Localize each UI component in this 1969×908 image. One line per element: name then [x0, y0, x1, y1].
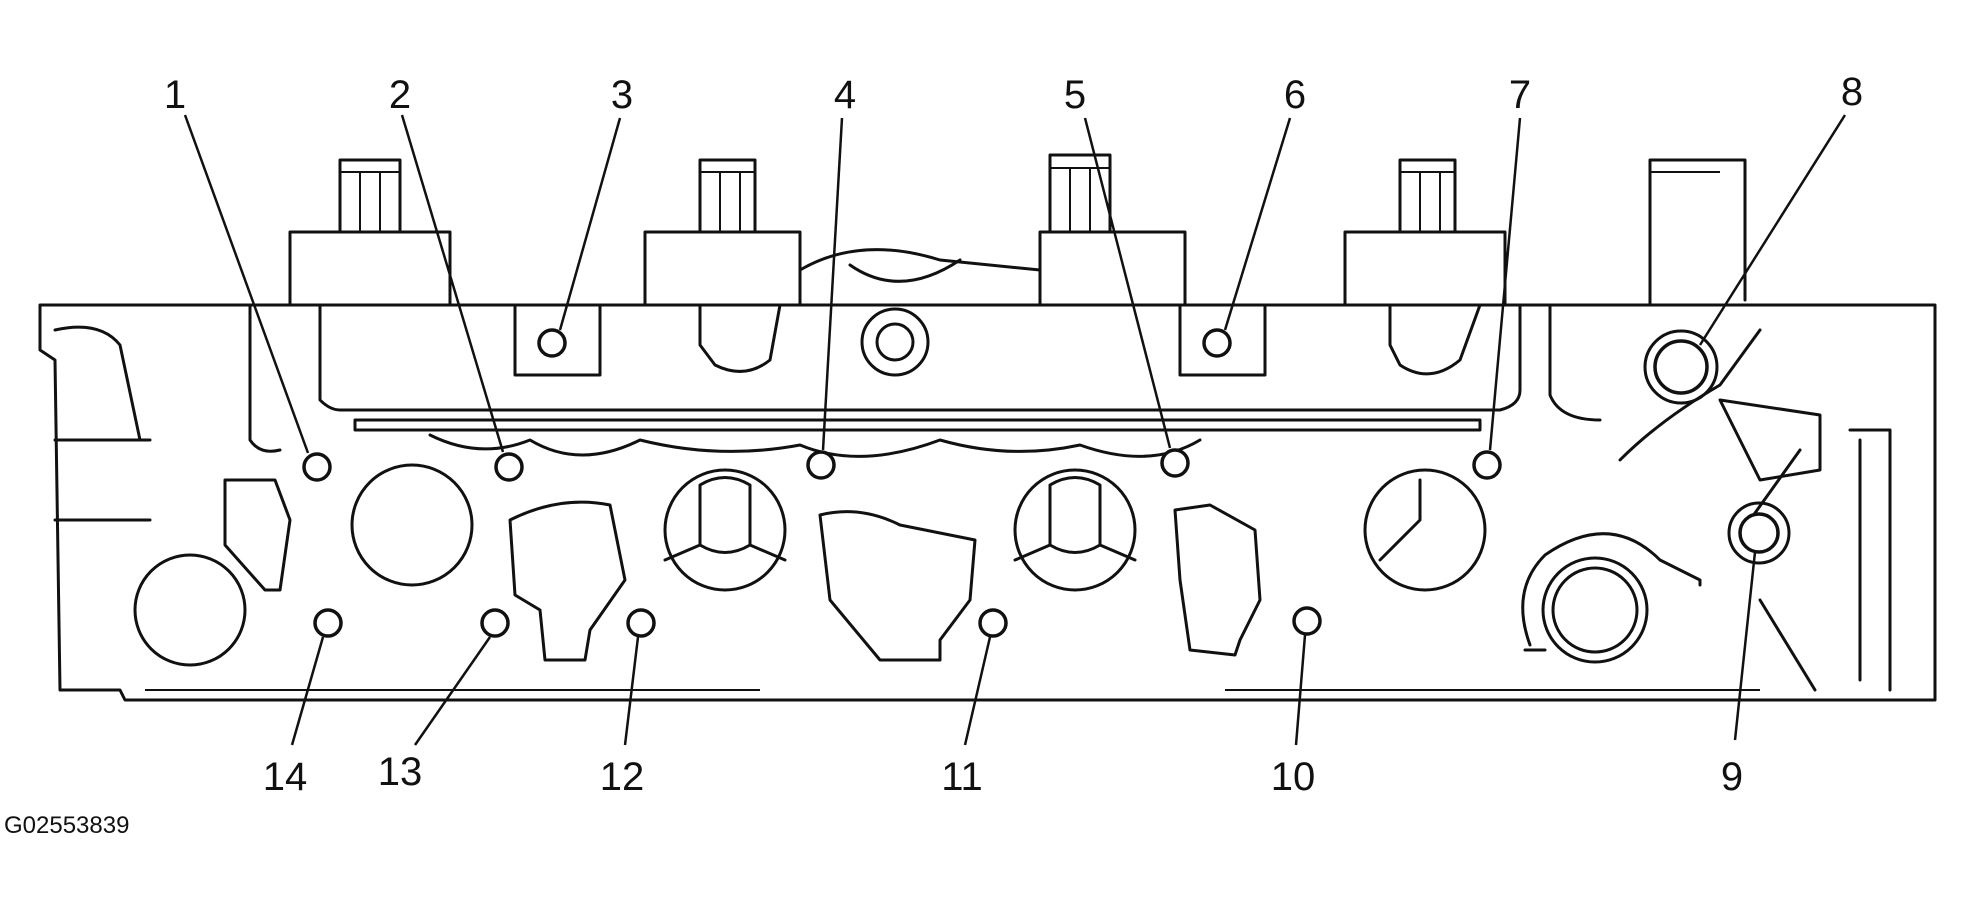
- bolt-hole-7: [1472, 450, 1502, 480]
- callout-9: 9: [1721, 755, 1743, 799]
- right-end-detail: [1548, 303, 1892, 692]
- bolt-hole-2: [494, 452, 524, 482]
- leader-6: [1223, 117, 1292, 331]
- bolt-hole-6: [1202, 328, 1232, 358]
- figure-code: G02553839: [4, 812, 130, 839]
- cylinder-head-outline: [38, 303, 1937, 702]
- leader-8: [1698, 114, 1847, 346]
- callout-1: 1: [164, 73, 186, 117]
- leader-11: [963, 636, 992, 746]
- bolt-hole-5: [1160, 448, 1190, 478]
- callout-6: 6: [1284, 73, 1306, 117]
- callout-11: 11: [941, 755, 983, 799]
- bolt-hole-10: [1292, 606, 1322, 636]
- callout-13: 13: [378, 750, 423, 794]
- bolt-hole-3: [537, 328, 567, 358]
- chambers-and-ports: [133, 463, 1702, 667]
- leader-10: [1294, 634, 1307, 746]
- locating-boss: [860, 307, 930, 377]
- callout-10: 10: [1271, 755, 1316, 799]
- leader-4: [821, 117, 844, 451]
- leader-3: [558, 117, 622, 331]
- leader-1: [183, 114, 310, 454]
- leader-5: [1083, 117, 1172, 449]
- bolt-hole-4: [806, 450, 836, 480]
- callout-12: 12: [600, 755, 645, 799]
- leader-lines: [183, 114, 1847, 746]
- leader-7: [1488, 117, 1522, 451]
- bolt-hole-14: [313, 608, 343, 638]
- leader-2: [400, 114, 505, 453]
- callout-14: 14: [263, 755, 308, 799]
- callout-2: 2: [389, 73, 411, 117]
- leader-9: [1733, 551, 1757, 741]
- bolt-hole-13: [480, 608, 510, 638]
- callout-4: 4: [834, 73, 856, 117]
- bolt-hole-9: [1738, 512, 1780, 554]
- leader-12: [623, 636, 640, 746]
- callout-7: 7: [1509, 73, 1531, 117]
- bolt-hole-1: [302, 452, 332, 482]
- callout-labels: 1 2 3 4 5 6 7 8 9 10 11 12 13 14: [164, 70, 1863, 799]
- callout-8: 8: [1841, 70, 1863, 114]
- bolt-hole-8: [1653, 339, 1709, 395]
- cam-towers: [288, 153, 1747, 307]
- leader-14: [290, 636, 325, 746]
- callout-5: 5: [1064, 73, 1086, 117]
- leader-13: [413, 636, 492, 746]
- callout-3: 3: [611, 73, 633, 117]
- bolt-hole-11: [978, 608, 1008, 638]
- bolt-hole-12: [626, 608, 656, 638]
- bolt-holes: [302, 307, 1791, 638]
